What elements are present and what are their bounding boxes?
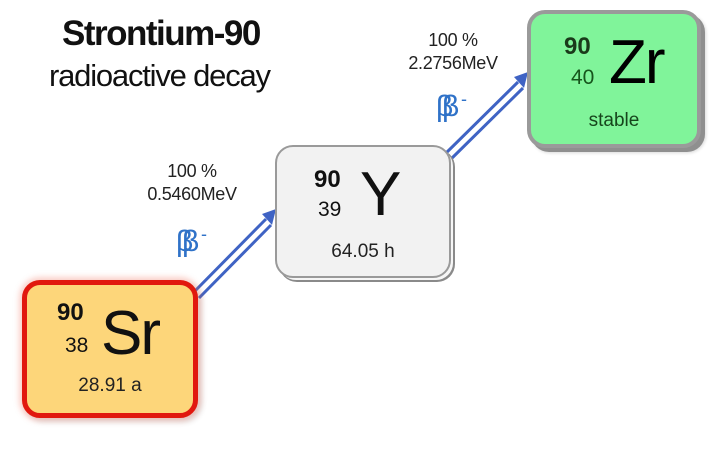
beta-charge: - — [461, 89, 467, 109]
decay-label-y-to-zr: 100 % 2.2756MeV — [393, 29, 513, 75]
beta-glyph: β — [176, 225, 194, 258]
nuclide-box-y90: 90 39 Y 64.05 h — [275, 145, 451, 278]
element-symbol: Sr — [101, 299, 161, 368]
nuclide-box-sr90: 90 38 Sr 28.91 a — [22, 280, 198, 418]
atomic-number: 40 — [571, 66, 595, 89]
decay-label-sr-to-y: 100 % 0.5460MeV — [132, 160, 252, 206]
half-life: 64.05 h — [331, 241, 395, 262]
beta-glyph: β — [442, 90, 460, 123]
decay-probability: 100 % — [167, 161, 217, 181]
atomic-number: 39 — [318, 198, 342, 221]
decay-energy: 0.5460MeV — [147, 184, 237, 204]
atomic-number: 38 — [65, 334, 89, 357]
nuclide-box-zr90: 90 40 Zr stable — [527, 10, 701, 148]
element-symbol: Y — [360, 160, 401, 229]
half-life: stable — [588, 110, 640, 131]
element-symbol: Zr — [609, 28, 666, 97]
diagram-subtitle: radioactive decay — [49, 58, 271, 93]
diagram-title: Strontium-90 — [62, 14, 261, 53]
mass-number: 90 — [564, 33, 591, 60]
beta-glyph: β — [436, 90, 454, 123]
beta-glyph: β — [182, 225, 200, 258]
decay-probability: 100 % — [428, 30, 478, 50]
mass-number: 90 — [314, 166, 341, 193]
beta-charge: - — [201, 224, 207, 244]
half-life: 28.91 a — [78, 375, 142, 396]
mass-number: 90 — [57, 299, 84, 326]
decay-energy: 2.2756MeV — [408, 53, 498, 73]
decay-arrow-sr-to-y — [191, 209, 276, 300]
